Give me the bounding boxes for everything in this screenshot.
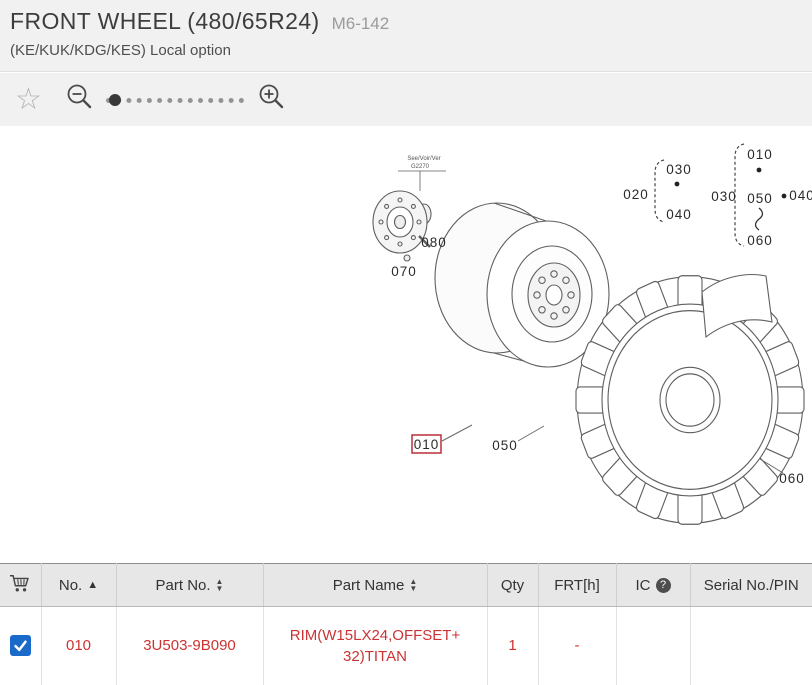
part-label-010-rim[interactable]: 010 bbox=[414, 437, 440, 452]
zoom-out-icon bbox=[67, 84, 92, 109]
cell-part-no[interactable]: 3U503-9B090 bbox=[116, 606, 264, 685]
diagram-note-line1: See/Voir/Ver bbox=[407, 156, 440, 162]
zoom-in-icon bbox=[259, 84, 284, 109]
toolbar: ☆ bbox=[0, 73, 812, 126]
parts-diagram-svg: See/Voir/Ver G2270 080 070 020 030 040 0… bbox=[372, 143, 812, 525]
rim-drawing bbox=[434, 202, 610, 368]
cart-icon bbox=[10, 575, 29, 592]
zoom-slider-handle[interactable] bbox=[108, 93, 121, 106]
cell-qty: 1 bbox=[487, 606, 539, 685]
zoom-slider-track[interactable] bbox=[105, 97, 244, 103]
column-header-part-name[interactable]: Part Name ▲▼ bbox=[263, 563, 488, 607]
part-label-070[interactable]: 070 bbox=[391, 264, 417, 279]
column-header-part-no-label: Part No. bbox=[155, 576, 211, 594]
column-header-part-no[interactable]: Part No. ▲▼ bbox=[116, 563, 264, 607]
column-header-qty: Qty bbox=[487, 563, 539, 607]
cart-column-header bbox=[0, 563, 42, 607]
parts-diagram: See/Voir/Ver G2270 080 070 020 030 040 0… bbox=[0, 126, 812, 563]
part-label-010-selected[interactable]: 010 bbox=[411, 434, 442, 454]
leader-lines bbox=[441, 424, 784, 474]
part-label-040-right[interactable]: 040 bbox=[789, 188, 812, 203]
zoom-in-button[interactable] bbox=[258, 83, 286, 116]
zoom-slider[interactable] bbox=[105, 93, 244, 107]
help-icon[interactable]: ? bbox=[655, 577, 671, 593]
part-label-060-right[interactable]: 060 bbox=[747, 233, 773, 248]
spring-symbol bbox=[754, 207, 764, 231]
cell-frt: - bbox=[538, 606, 617, 685]
table-header-row: No. ▲ Part No. ▲▼ Part Name bbox=[0, 563, 812, 607]
part-label-080[interactable]: 080 bbox=[421, 235, 447, 250]
favorite-star-icon[interactable]: ☆ bbox=[15, 82, 42, 116]
sort-updown-icon: ▲▼ bbox=[215, 577, 224, 593]
tire-drawing bbox=[575, 274, 805, 525]
part-label-030-mid[interactable]: 030 bbox=[711, 189, 737, 204]
column-header-part-name-label: Part Name bbox=[332, 576, 405, 594]
page-code: M6-142 bbox=[331, 14, 390, 33]
part-label-060-tire[interactable]: 060 bbox=[779, 471, 805, 486]
cell-part-name[interactable]: RIM(W15LX24,OFFSET+32)TITAN bbox=[263, 606, 488, 685]
page-title: FRONT WHEEL (480/65R24) bbox=[10, 8, 320, 34]
column-header-ic: IC ? bbox=[616, 563, 691, 607]
diagram-note-line2: G2270 bbox=[411, 164, 430, 170]
cell-ic bbox=[616, 606, 691, 685]
hub-assembly bbox=[372, 170, 446, 262]
part-label-010-right[interactable]: 010 bbox=[747, 147, 773, 162]
page-subtitle: (KE/KUK/KDG/KES) Local option bbox=[10, 42, 231, 59]
row-select-cell bbox=[0, 606, 42, 685]
sort-updown-icon: ▲▼ bbox=[409, 577, 418, 593]
part-label-020[interactable]: 020 bbox=[623, 187, 649, 202]
row-checkbox[interactable] bbox=[9, 635, 31, 657]
cell-serial bbox=[690, 607, 812, 685]
parts-table: No. ▲ Part No. ▲▼ Part Name bbox=[0, 563, 812, 685]
column-header-ic-label: IC bbox=[635, 576, 651, 594]
column-header-no-label: No. bbox=[58, 576, 83, 594]
part-label-050-right[interactable]: 050 bbox=[747, 191, 773, 206]
page-header: FRONT WHEEL (480/65R24) M6-142 (KE/KUK/K… bbox=[0, 0, 812, 72]
part-label-040-left[interactable]: 040 bbox=[666, 207, 692, 222]
column-header-serial: Serial No./PIN bbox=[690, 563, 812, 607]
part-label-030-left[interactable]: 030 bbox=[666, 162, 692, 177]
sort-ascending-icon: ▲ bbox=[87, 579, 99, 591]
zoom-out-button[interactable] bbox=[66, 83, 94, 116]
group-dots bbox=[674, 167, 787, 199]
part-label-050-rim[interactable]: 050 bbox=[492, 438, 518, 453]
column-header-no[interactable]: No. ▲ bbox=[41, 563, 117, 607]
column-header-frt: FRT[h] bbox=[538, 563, 617, 607]
cell-no: 010 bbox=[41, 606, 117, 685]
checkmark-icon bbox=[14, 640, 27, 652]
table-row[interactable]: 010 3U503-9B090 RIM(W15LX24,OFFSET+32)TI… bbox=[0, 606, 812, 685]
group-brackets bbox=[654, 143, 745, 247]
